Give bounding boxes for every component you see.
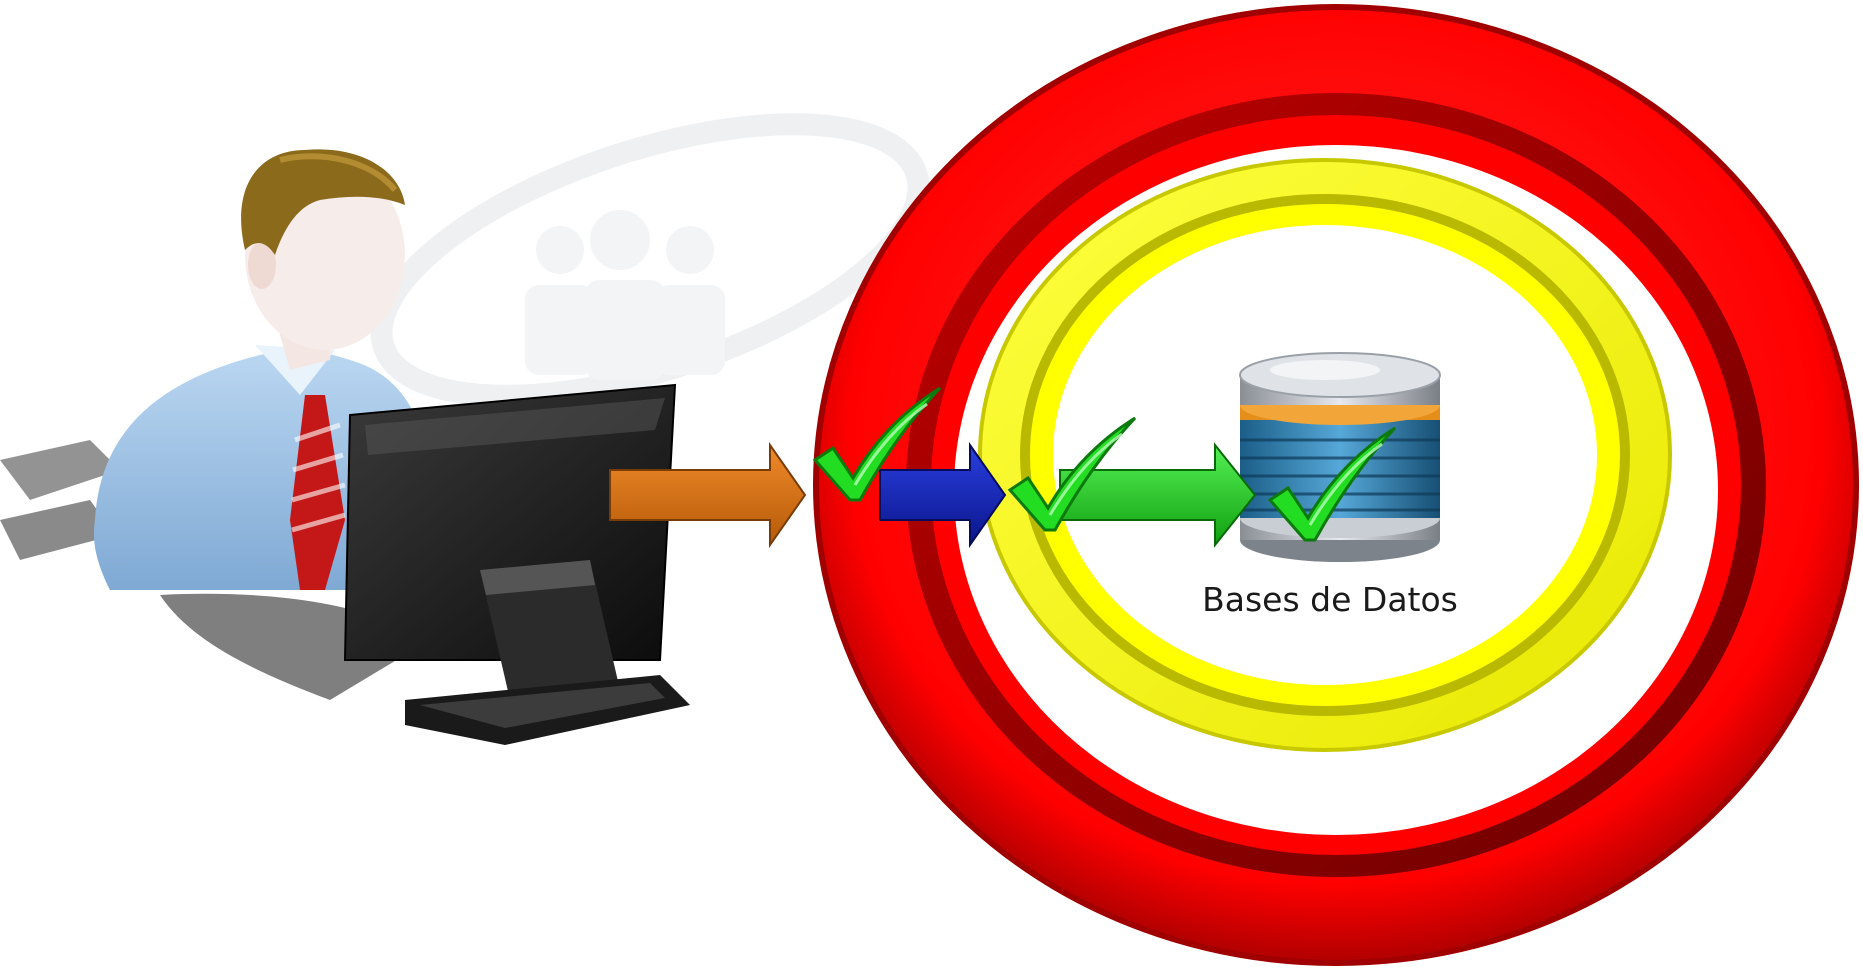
database-label: Bases de Datos [1202, 580, 1458, 619]
blue-arrow [879, 441, 1007, 549]
user-at-computer-icon [0, 149, 690, 745]
database-icon [1239, 352, 1441, 562]
green-arrow [1059, 442, 1257, 548]
watermark-logo [370, 113, 930, 407]
orange-arrow [609, 441, 807, 549]
